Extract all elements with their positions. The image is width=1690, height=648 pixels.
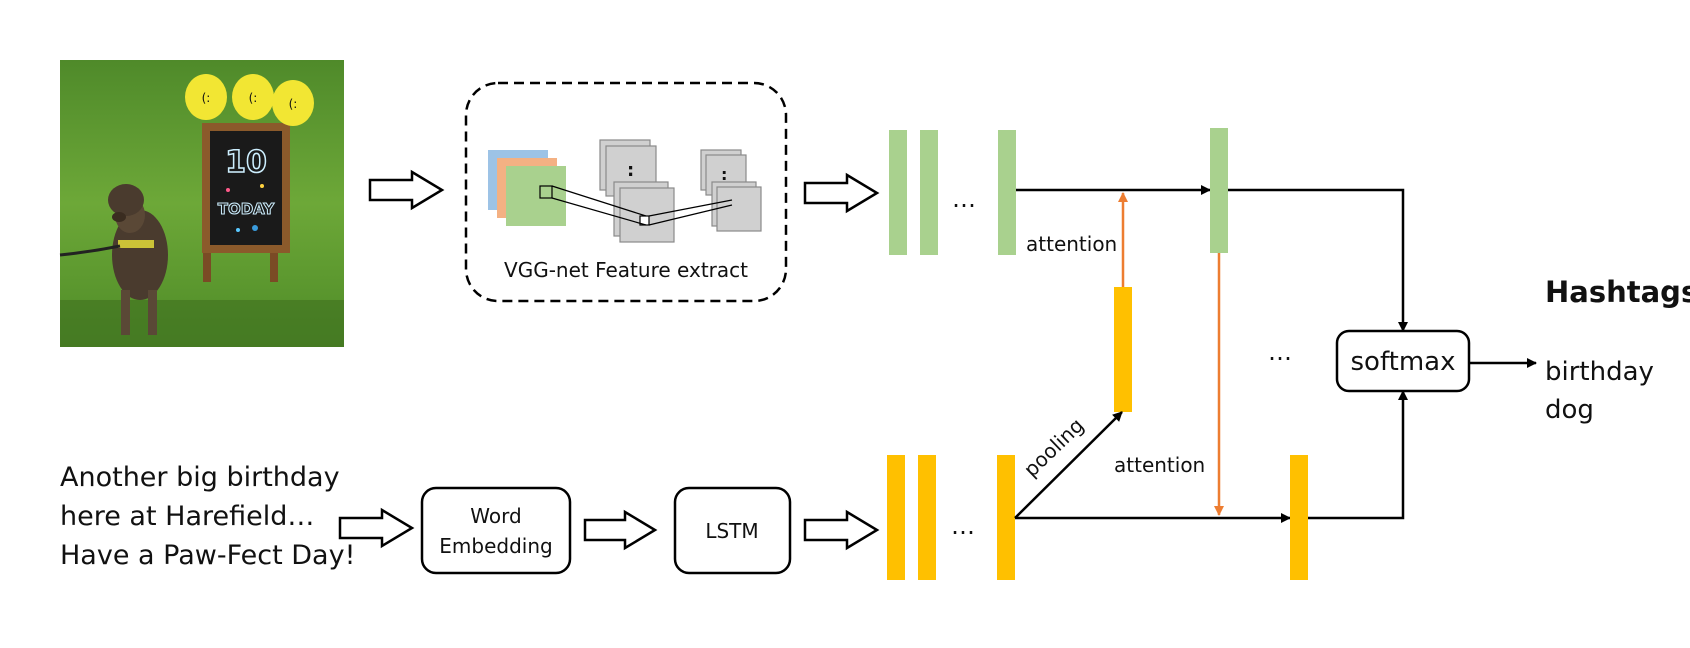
hollow-arrow-icon bbox=[583, 509, 658, 551]
projection-line bbox=[648, 199, 733, 217]
ellipsis: … bbox=[1268, 338, 1292, 366]
ellipsis: … bbox=[952, 185, 976, 213]
softmax-label: softmax bbox=[1351, 347, 1456, 377]
chalkboard bbox=[210, 131, 282, 245]
vgg-feature-extractor: : : VGG-net Feature extract bbox=[464, 81, 788, 303]
sign-text: TODAY bbox=[218, 200, 276, 218]
sign-number: 10 bbox=[225, 145, 267, 180]
hashtag-item: dog bbox=[1545, 395, 1594, 425]
pooling-label: pooling bbox=[1019, 413, 1089, 481]
balloon-text: (: bbox=[202, 91, 211, 105]
lstm-box bbox=[673, 486, 792, 575]
cnn-dots: : bbox=[627, 160, 634, 181]
ellipsis: … bbox=[951, 512, 975, 540]
input-text-line: here at Harefield… bbox=[60, 501, 314, 532]
pooling-arrow bbox=[1014, 411, 1123, 519]
attention-label-bottom: attention bbox=[1114, 453, 1205, 477]
projection-line bbox=[551, 185, 647, 217]
word-embedding-box bbox=[420, 486, 572, 575]
arrow-text-to-softmax bbox=[1308, 390, 1408, 520]
conv-map bbox=[619, 187, 675, 243]
hollow-arrow-icon bbox=[803, 172, 880, 214]
input-photo: 10 TODAY (: (: (: bbox=[59, 60, 344, 347]
sign-dot bbox=[236, 228, 240, 232]
dog-icon bbox=[59, 184, 168, 335]
word-embedding-label: Embedding bbox=[439, 534, 552, 558]
sign-leg-left bbox=[203, 250, 211, 282]
lstm-label: LSTM bbox=[705, 519, 758, 543]
pooled-text-feature bbox=[1114, 287, 1132, 412]
balloon-text: (: bbox=[249, 91, 258, 105]
text-feature-bar bbox=[997, 455, 1015, 580]
arrow-visual-to-softmax bbox=[1228, 188, 1408, 332]
attended-visual-feature bbox=[1210, 128, 1228, 253]
projection-line bbox=[551, 197, 647, 226]
conv-map bbox=[716, 186, 762, 232]
text-feature-bar bbox=[887, 455, 905, 580]
visual-feature-bar bbox=[889, 130, 907, 255]
input-text-line: Have a Paw-Fect Day! bbox=[60, 540, 355, 571]
sign-dot bbox=[260, 184, 264, 188]
hashtag-item: birthday bbox=[1545, 357, 1654, 387]
hollow-arrow-icon bbox=[338, 507, 415, 549]
cnn-dots: : bbox=[721, 165, 727, 184]
receptive-field-icon bbox=[539, 185, 553, 199]
sign-leg-right bbox=[270, 250, 278, 282]
text-feature-bar bbox=[918, 455, 936, 580]
paw-icon bbox=[252, 225, 258, 231]
sign-dot bbox=[226, 188, 230, 192]
input-text-line: Another big birthday bbox=[60, 462, 340, 493]
visual-feature-bar bbox=[998, 130, 1016, 255]
cnn-dashed-box bbox=[464, 81, 788, 303]
balloon bbox=[232, 74, 274, 120]
hashtags-title: Hashtags: bbox=[1545, 275, 1690, 309]
projection-line bbox=[648, 204, 733, 226]
balloon bbox=[272, 80, 314, 126]
hollow-arrow-icon bbox=[803, 509, 880, 551]
hollow-arrow-icon bbox=[368, 169, 445, 211]
attention-label-top: attention bbox=[1026, 232, 1117, 256]
photo-shadow bbox=[60, 300, 344, 347]
cnn-caption: VGG-net Feature extract bbox=[504, 258, 748, 282]
attended-text-feature bbox=[1290, 455, 1308, 580]
word-embedding-label: Word bbox=[470, 504, 521, 528]
balloon bbox=[185, 74, 227, 120]
balloon-text: (: bbox=[289, 97, 298, 111]
visual-feature-bar bbox=[920, 130, 938, 255]
feature-map-green bbox=[506, 166, 566, 226]
